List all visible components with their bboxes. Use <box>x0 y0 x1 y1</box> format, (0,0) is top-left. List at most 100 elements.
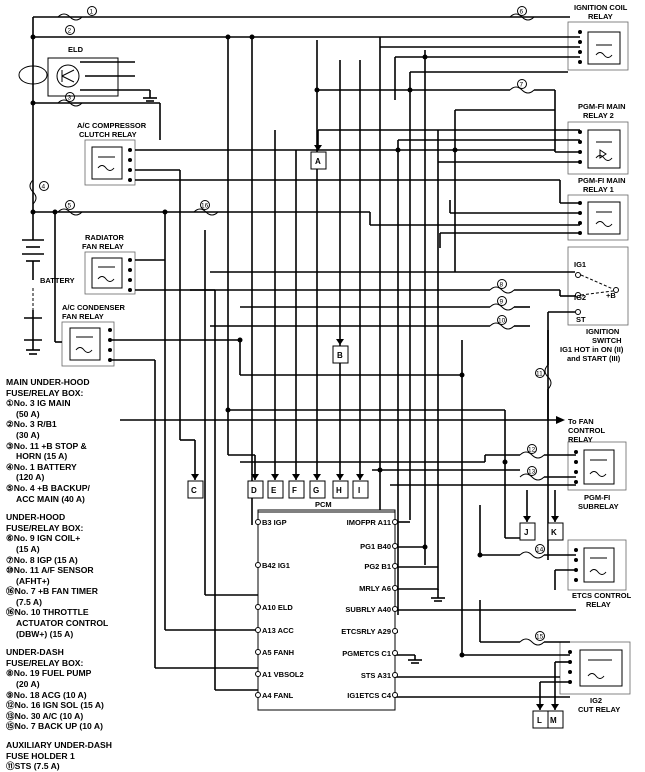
pcm-block <box>257 509 396 711</box>
pcm-pin-pgmetcs-c1: PGMETCS C1 <box>342 649 391 658</box>
ig2-cut-relay-label-1: IG2 <box>590 696 602 705</box>
ignition-switch-label-4: and START (III) <box>567 354 621 363</box>
legend-underhood: UNDER-HOOD FUSE/RELAY BOX: ⑥No. 9 IGN CO… <box>6 512 109 639</box>
to-fan-control-label-2: CONTROL <box>568 426 605 435</box>
svg-text:3: 3 <box>68 95 72 102</box>
legend-aux: AUXILIARY UNDER-DASH FUSE HOLDER 1 ⑪STS … <box>6 740 112 772</box>
svg-text:2: 2 <box>68 28 72 35</box>
legend: MAIN UNDER-HOOD FUSE/RELAY BOX: ①No. 3 I… <box>6 377 151 772</box>
signal-wires <box>54 36 580 710</box>
svg-text:J: J <box>524 528 528 537</box>
legend-main-underhood: MAIN UNDER-HOOD FUSE/RELAY BOX: ①No. 3 I… <box>6 377 90 504</box>
ignition-coil-relay-label-2: RELAY <box>588 12 613 21</box>
pgmfi-subrelay-label-1: PGM-FI <box>584 493 610 502</box>
svg-text:11: 11 <box>536 371 543 378</box>
ig2-cut-relay <box>559 641 631 695</box>
connector-i: I <box>352 480 369 499</box>
svg-text:B: B <box>337 351 343 360</box>
ac-compressor-relay-label-2: CLUTCH RELAY <box>79 130 137 139</box>
connector-e: E <box>267 480 284 499</box>
svg-text:13: 13 <box>528 469 536 476</box>
connector-d: D <box>247 480 264 499</box>
svg-text:M: M <box>550 716 557 725</box>
ignition-switch-label-1: IGNITION <box>586 327 619 336</box>
svg-text:7: 7 <box>520 82 524 89</box>
svg-text:5: 5 <box>68 203 72 210</box>
connector-h: H <box>332 480 349 499</box>
connector-arrows <box>191 145 559 710</box>
connector-a: A <box>310 151 327 170</box>
ignition-switch-st: ST <box>576 315 586 324</box>
pcm-pin-terminals <box>255 519 398 698</box>
ignition-switch <box>567 246 629 326</box>
pcm-left-pins: B3 IGP B42 IG1 A10 ELD A13 ACC A5 FANH A… <box>262 518 304 700</box>
svg-text:15: 15 <box>536 634 544 641</box>
wiring-diagram: BATTERY E L D 1 2 3 4 <box>18 3 632 729</box>
pgmfi-main-relay-1-label-1: PGM-FI MAIN <box>578 176 626 185</box>
legend-underdash: UNDER-DASH FUSE/RELAY BOX: ⑧No. 19 FUEL … <box>6 647 104 732</box>
pcm-pin-pg2-b1: PG2 B1 <box>364 562 391 571</box>
pcm-title: PCM <box>315 500 332 509</box>
pgmfi-main-relay-2-label-1: PGM-FI MAIN <box>578 102 626 111</box>
svg-text:9: 9 <box>500 299 504 306</box>
connector-k: K <box>547 522 564 541</box>
connector-f: F <box>288 480 305 499</box>
pcm-pin-a10-eld: A10 ELD <box>262 603 293 612</box>
fuses <box>29 13 552 646</box>
pcm-pin-sts-a31: STS A31 <box>361 671 391 680</box>
ac-compressor-clutch-relay <box>84 139 136 186</box>
pcm-pin-subrly-a40: SUBRLY A40 <box>345 605 391 614</box>
pcm-right-pins: IMOFPR A11 PG1 B40 PG2 B1 MRLY A6 SUBRLY… <box>341 518 392 700</box>
svg-text:C: C <box>191 486 197 495</box>
ac-compressor-relay-label-1: A/C COMPRESSOR <box>77 121 147 130</box>
pcm-pin-b3-igp: B3 IGP <box>262 518 287 527</box>
pcm-pin-b42-ig1: B42 IG1 <box>262 561 290 570</box>
pgmfi-subrelay-label-2: SUBRELAY <box>578 502 619 511</box>
pcm-pin-mrly-a6: MRLY A6 <box>359 584 391 593</box>
eld-sensor <box>18 57 157 102</box>
radiator-fan-relay-label-2: FAN RELAY <box>82 242 124 251</box>
pgmfi-main-relay-1-label-2: RELAY 1 <box>583 185 614 194</box>
ignition-switch-label-2: SWITCH <box>592 336 622 345</box>
connector-j: J <box>519 522 536 541</box>
pcm-pin-imofpr-a11: IMOFPR A11 <box>347 518 391 527</box>
svg-text:I: I <box>358 486 360 495</box>
ac-condenser-relay-label-1: A/C CONDENSER <box>62 303 126 312</box>
svg-text:10: 10 <box>498 318 506 325</box>
connector-l: L <box>532 710 549 729</box>
ac-condenser-relay-label-2: FAN RELAY <box>62 312 104 321</box>
fuse-numbers: 1 2 3 4 5 6 7 8 9 10 11 12 13 14 15 16 <box>39 6 545 641</box>
connector-g: G <box>309 480 326 499</box>
ignition-switch-ig2: IG2 <box>574 293 586 302</box>
etcs-control-relay-label-2: RELAY <box>586 600 611 609</box>
svg-text:1: 1 <box>90 9 94 16</box>
to-fan-control-label-1: To FAN <box>568 417 594 426</box>
ig2-cut-relay-label-2: CUT RELAY <box>578 705 620 714</box>
battery-symbol <box>22 239 44 355</box>
battery-label: BATTERY <box>40 276 75 285</box>
connector-m: M <box>547 710 564 729</box>
junction-dots <box>30 34 508 658</box>
ac-condenser-fan-relay <box>61 321 115 367</box>
svg-text:6: 6 <box>520 9 524 16</box>
svg-text:4: 4 <box>42 184 46 191</box>
pgmfi-subrelay <box>567 441 627 491</box>
svg-text:E: E <box>271 486 277 495</box>
svg-text:A: A <box>315 157 321 166</box>
svg-text:12: 12 <box>528 447 536 454</box>
pgmfi-main-relay-2-label-2: RELAY 2 <box>583 111 614 120</box>
ignition-coil-relay <box>567 21 629 71</box>
svg-text:8: 8 <box>500 282 504 289</box>
svg-text:G: G <box>313 486 319 495</box>
to-fan-control-label-3: RELAY <box>568 435 593 444</box>
pcm-pin-ig1etcs-c4: IG1ETCS C4 <box>347 691 392 700</box>
pcm-pin-a1-vbsol2: A1 VBSOL2 <box>262 670 304 679</box>
svg-text:14: 14 <box>536 547 544 554</box>
connector-c: C <box>187 480 204 499</box>
main-bus-wires <box>32 16 570 340</box>
ignition-switch-plus-b: +B <box>606 291 616 300</box>
ignition-coil-relay-label-1: IGNITION COIL <box>574 3 628 12</box>
ignition-switch-label-3: IG1 HOT in ON (II) <box>560 345 624 354</box>
pcm-pin-a5-fanh: A5 FANH <box>262 648 294 657</box>
svg-text:F: F <box>292 486 297 495</box>
